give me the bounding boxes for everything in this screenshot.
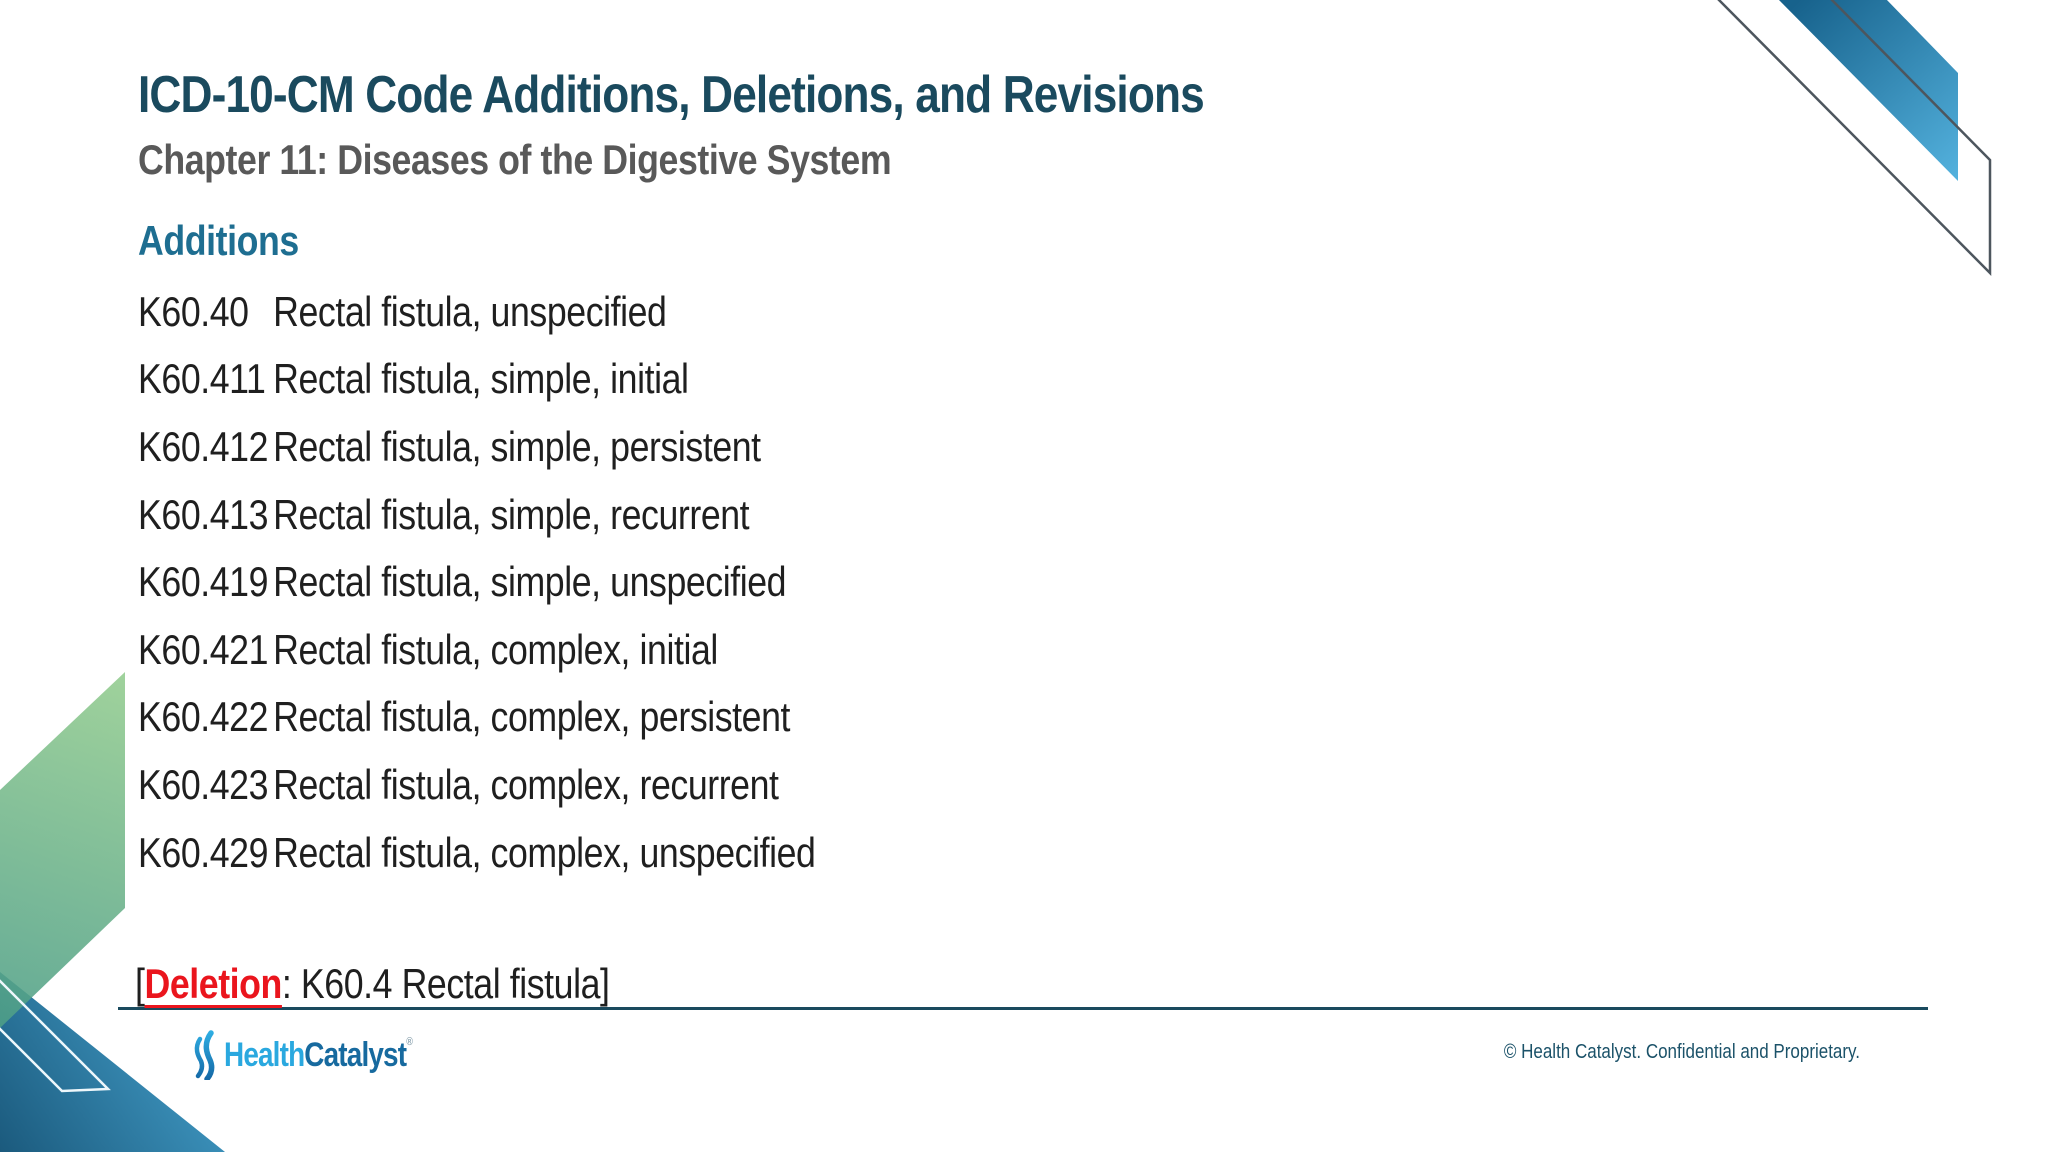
bottom-left-blue-triangle	[0, 972, 225, 1152]
logo-word-health: Health	[224, 1036, 305, 1074]
list-item: K60.421 Rectal fistula, complex, initial	[138, 616, 815, 684]
logo-word-catalyst: Catalyst	[304, 1036, 407, 1074]
icd-description: Rectal fistula, complex, persistent	[273, 693, 791, 741]
icd-description: Rectal fistula, complex, initial	[273, 625, 718, 673]
icd-code: K60.423	[138, 760, 269, 808]
deletion-note: [Deletion: K60.4 Rectal fistula]	[135, 963, 693, 1005]
list-item: K60.419 Rectal fistula, simple, unspecif…	[138, 548, 815, 616]
health-catalyst-logo: HealthCatalyst®	[190, 1030, 453, 1080]
deletion-label: Deletion	[144, 960, 282, 1007]
deletion-bracket-open: [	[135, 960, 145, 1007]
page-subtitle-text: Chapter 11: Diseases of the Digestive Sy…	[138, 136, 892, 183]
additions-code-list: K60.40 Rectal fistula, unspecified K60.4…	[138, 278, 935, 886]
icd-code: K60.419	[138, 558, 269, 606]
logo-trademark: ®	[406, 1036, 413, 1048]
top-right-blue-band	[1778, 0, 1958, 181]
icd-description: Rectal fistula, unspecified	[273, 287, 667, 335]
icd-code: K60.413	[138, 490, 269, 538]
icd-code: K60.422	[138, 693, 269, 741]
bottom-left-white-outline	[0, 979, 111, 1093]
icd-description: Rectal fistula, complex, unspecified	[273, 828, 816, 876]
icd-code: K60.421	[138, 625, 269, 673]
deletion-rest: : K60.4 Rectal fistula]	[281, 960, 610, 1007]
list-item: K60.40 Rectal fistula, unspecified	[138, 278, 815, 346]
bottom-left-green-band	[0, 672, 125, 1028]
icd-description: Rectal fistula, simple, unspecified	[273, 558, 787, 606]
additions-heading: Additions	[138, 217, 299, 264]
footer-divider-line	[118, 1007, 1928, 1010]
page-subtitle: Chapter 11: Diseases of the Digestive Sy…	[138, 139, 1024, 181]
icd-description: Rectal fistula, complex, recurrent	[273, 760, 779, 808]
copyright-text: © Health Catalyst. Confidential and Prop…	[1503, 1041, 1860, 1063]
list-item: K60.412 Rectal fistula, simple, persiste…	[138, 413, 815, 481]
page-title-text: ICD-10-CM Code Additions, Deletions, and…	[138, 66, 1205, 124]
icd-code: K60.429	[138, 828, 269, 876]
page-title: ICD-10-CM Code Additions, Deletions, and…	[138, 69, 1392, 121]
icd-description: Rectal fistula, simple, persistent	[273, 422, 761, 470]
list-item: K60.429 Rectal fistula, complex, unspeci…	[138, 819, 816, 887]
top-right-outline-shape	[1717, 0, 1992, 277]
icd-code: K60.412	[138, 422, 269, 470]
icd-code: K60.40	[138, 287, 249, 335]
icd-code: K60.411	[138, 355, 266, 403]
icd-description: Rectal fistula, simple, recurrent	[273, 490, 750, 538]
health-catalyst-flame-icon	[194, 1030, 215, 1080]
icd-description: Rectal fistula, simple, initial	[273, 355, 689, 403]
health-catalyst-wordmark: HealthCatalyst®	[224, 1036, 413, 1075]
list-item: K60.411 Rectal fistula, simple, initial	[138, 346, 815, 414]
list-item: K60.422 Rectal fistula, complex, persist…	[138, 684, 815, 752]
list-item: K60.413 Rectal fistula, simple, recurren…	[138, 481, 815, 549]
list-item: K60.423 Rectal fistula, complex, recurre…	[138, 751, 815, 819]
